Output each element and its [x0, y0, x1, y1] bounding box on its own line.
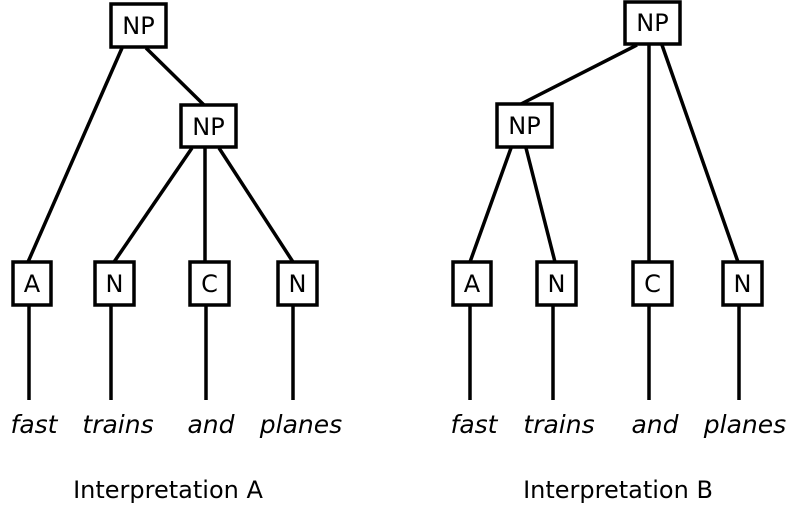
node-box: [623, 0, 682, 46]
node-sub-label: NP: [192, 113, 224, 141]
edge: [524, 147, 557, 263]
word: trains: [523, 410, 594, 439]
edge: [660, 44, 740, 263]
leaf-label: N: [106, 270, 124, 298]
node-box: [93, 260, 136, 307]
word: planes: [259, 410, 342, 439]
word: fast: [11, 410, 59, 439]
node-box: [451, 260, 493, 307]
node-root-label: NP: [122, 12, 154, 40]
caption: Interpretation B: [523, 476, 713, 504]
node-box: [495, 102, 554, 149]
node-box: [535, 260, 578, 307]
node-box: [109, 2, 168, 49]
node-root-label: NP: [636, 9, 668, 37]
node-box: [11, 260, 53, 307]
word: planes: [703, 410, 786, 439]
node-box: [721, 260, 764, 307]
edge: [112, 147, 194, 263]
edge: [26, 47, 124, 263]
word: fast: [451, 410, 499, 439]
word: and: [187, 410, 234, 439]
leaf-label: A: [24, 270, 41, 298]
edge: [217, 147, 295, 263]
tree-interpretation-a: NP NP A N C N fast trains and planes Int…: [11, 2, 342, 504]
leaf-label: C: [201, 270, 218, 298]
leaf-label: C: [644, 270, 661, 298]
node-sub-label: NP: [508, 112, 540, 140]
node-box: [188, 260, 231, 307]
edge: [520, 43, 638, 106]
node-box: [631, 260, 674, 307]
word: trains: [82, 410, 153, 439]
word: and: [631, 410, 678, 439]
leaf-label: N: [548, 270, 566, 298]
edge: [468, 147, 513, 263]
node-box: [179, 103, 238, 149]
edge: [144, 46, 206, 107]
leaf-label: A: [464, 270, 481, 298]
node-box: [276, 260, 319, 307]
tree-interpretation-b: NP NP A N C N fast trains and planes Int…: [451, 0, 786, 504]
leaf-label: N: [289, 270, 307, 298]
leaf-label: N: [734, 270, 752, 298]
caption: Interpretation A: [73, 476, 263, 504]
